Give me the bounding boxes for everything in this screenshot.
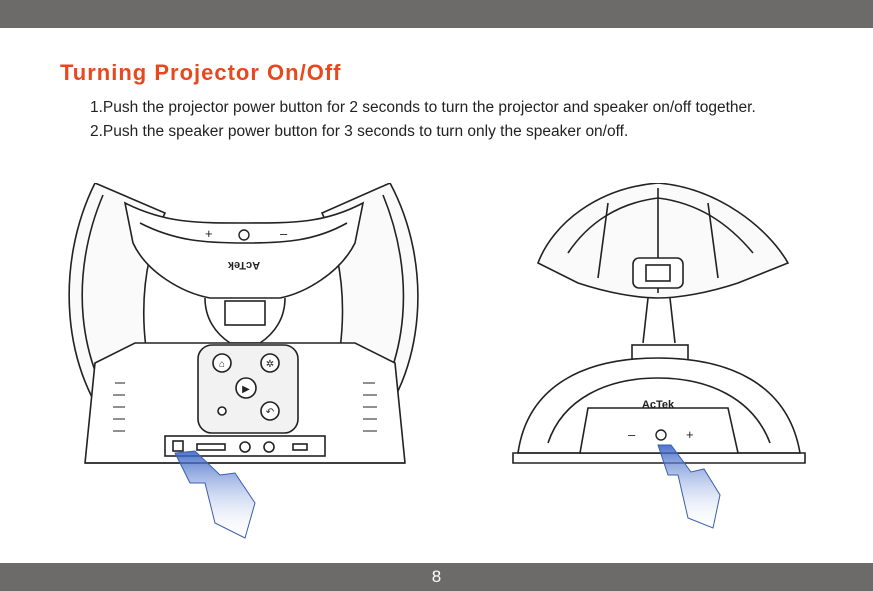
projector-front-illustration: AcTek – + <box>508 182 808 548</box>
pointing-hand-icon <box>174 450 256 539</box>
step-1: 1.Push the projector power button for 2 … <box>90 99 756 116</box>
page-number: 8 <box>431 567 442 586</box>
brand-logo-front: AcTek <box>642 399 675 411</box>
power-icon <box>238 229 250 241</box>
back-icon: ↶ <box>266 407 274 418</box>
projector-front-drawing: AcTek – + <box>512 182 806 529</box>
instruction-list: 1.Push the projector power button for 2 … <box>90 98 790 146</box>
speaker-power-icon <box>655 429 667 441</box>
top-bar <box>0 0 873 28</box>
settings-icon: ✲ <box>266 359 274 370</box>
home-icon: ⌂ <box>219 359 225 370</box>
minus-symbol: – <box>280 226 288 241</box>
plus-symbol: + <box>205 226 213 241</box>
pointing-hand-icon-front <box>657 444 721 529</box>
page-title: Turning Projector On/Off <box>60 60 342 85</box>
minus-symbol-front: – <box>628 427 636 442</box>
projector-rear-illustration: + – AcTek ⌂ ✲ ▶ ↶ <box>55 181 445 548</box>
plus-symbol-front: + <box>686 427 694 442</box>
play-pause-icon: ▶ <box>242 384 250 395</box>
step-2: 2.Push the speaker power button for 3 se… <box>90 123 629 140</box>
projector-rear-drawing: + – AcTek ⌂ ✲ ▶ ↶ <box>68 181 419 539</box>
bottom-bar: 8 <box>0 563 873 591</box>
brand-logo-rear: AcTek <box>227 259 260 271</box>
